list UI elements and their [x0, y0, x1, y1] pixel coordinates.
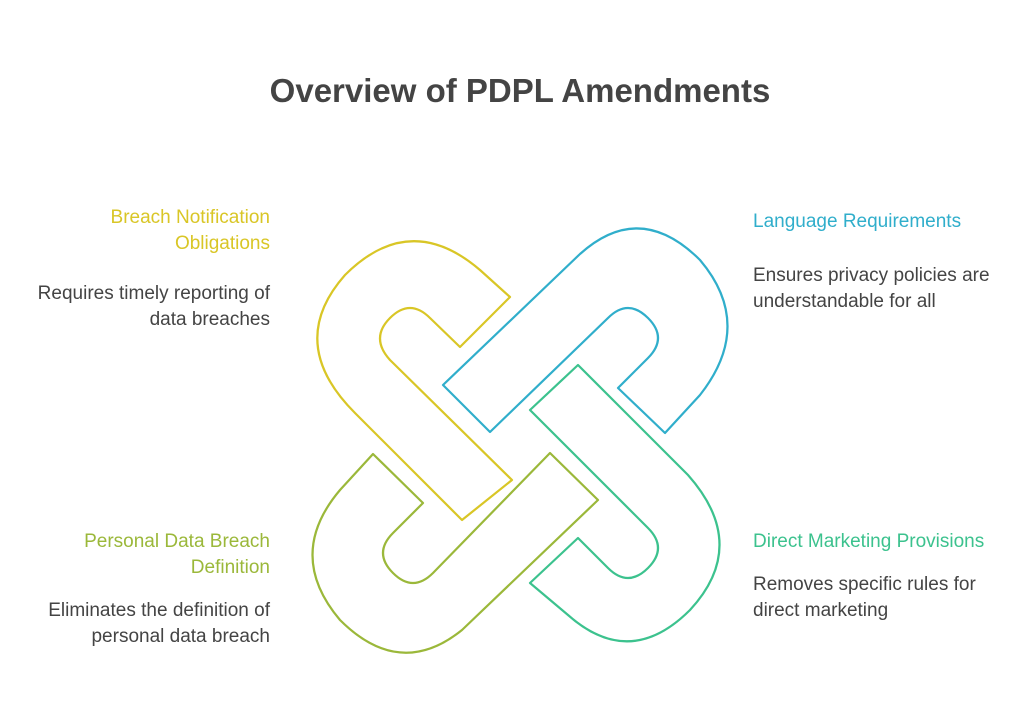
item-language-requirements: Language Requirements Ensures privacy po…: [753, 209, 993, 315]
item-heading: Personal Data Breach Definition: [84, 531, 270, 578]
item-heading: Language Requirements: [753, 211, 962, 232]
item-heading: Breach Notification Obligations: [110, 207, 270, 254]
item-description: Requires timely reporting of data breach…: [37, 283, 270, 330]
item-breach-notification: Breach Notification Obligations Requires…: [30, 205, 270, 333]
item-personal-data-breach-definition: Personal Data Breach Definition Eliminat…: [30, 529, 270, 650]
item-direct-marketing-provisions: Direct Marketing Provisions Removes spec…: [753, 529, 993, 624]
item-description: Eliminates the definition of personal da…: [48, 600, 270, 647]
knot-loop-personal-data-breach: [311, 451, 600, 654]
knot-loop-breach-notification: [316, 240, 514, 522]
knot-loop-direct-marketing: [528, 363, 721, 643]
page-title: Overview of PDPL Amendments: [269, 72, 771, 109]
item-heading: Direct Marketing Provisions: [753, 531, 985, 552]
item-description: Removes specific rules for direct market…: [753, 574, 976, 621]
knot-loop-language-requirements: [441, 227, 729, 435]
item-description: Ensures privacy policies are understanda…: [753, 265, 990, 312]
